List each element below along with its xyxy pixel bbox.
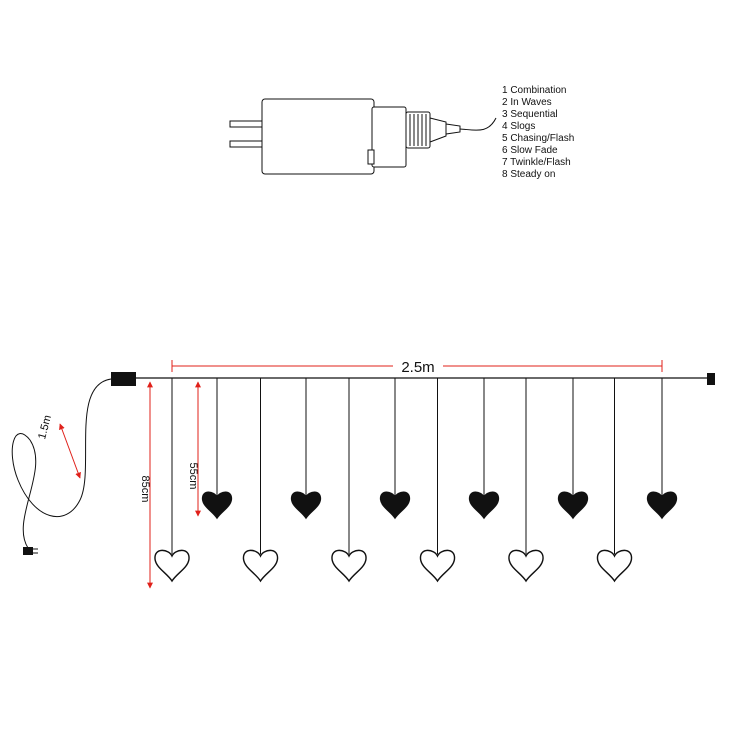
lead-cable xyxy=(11,378,112,549)
power-adapter-icon xyxy=(229,98,497,175)
heart-filled-icon xyxy=(646,491,678,520)
mode-item: 7 Twinkle/Flash xyxy=(502,157,571,168)
strands-group xyxy=(154,378,678,583)
short-drop-label: 55cm xyxy=(187,463,199,490)
width-label: 2.5m xyxy=(401,359,434,376)
heart-outline-icon xyxy=(419,549,456,583)
heart-outline-icon xyxy=(154,549,190,583)
mode-item: 5 Chasing/Flash xyxy=(502,133,575,144)
mode-item: 8 Steady on xyxy=(502,169,556,180)
left-connector-box xyxy=(111,372,136,386)
small-plug-icon xyxy=(23,547,38,555)
mode-item: 3 Sequential xyxy=(502,109,558,120)
heart-filled-icon xyxy=(557,491,589,520)
cable-label: 1.5m xyxy=(36,414,54,441)
right-end-cap xyxy=(707,373,715,385)
cable-dimension xyxy=(59,423,81,479)
heart-filled-icon xyxy=(379,491,411,520)
mode-item: 4 Slogs xyxy=(502,121,536,132)
heart-outline-icon xyxy=(508,549,544,583)
heart-outline-icon xyxy=(331,549,367,583)
heart-filled-icon xyxy=(290,491,322,520)
heart-filled-icon xyxy=(468,491,500,520)
mode-item: 2 In Waves xyxy=(502,97,552,108)
heart-outline-icon xyxy=(596,549,633,583)
mode-item: 1 Combination xyxy=(502,85,567,96)
heart-outline-icon xyxy=(242,549,279,583)
heart-filled-icon xyxy=(201,491,233,520)
mode-item: 6 Slow Fade xyxy=(502,145,558,156)
long-drop-label: 85cm xyxy=(139,476,151,503)
mode-list: 1 Combination 2 In Waves 3 Sequential 4 … xyxy=(502,85,574,181)
width-dimension xyxy=(171,360,663,372)
